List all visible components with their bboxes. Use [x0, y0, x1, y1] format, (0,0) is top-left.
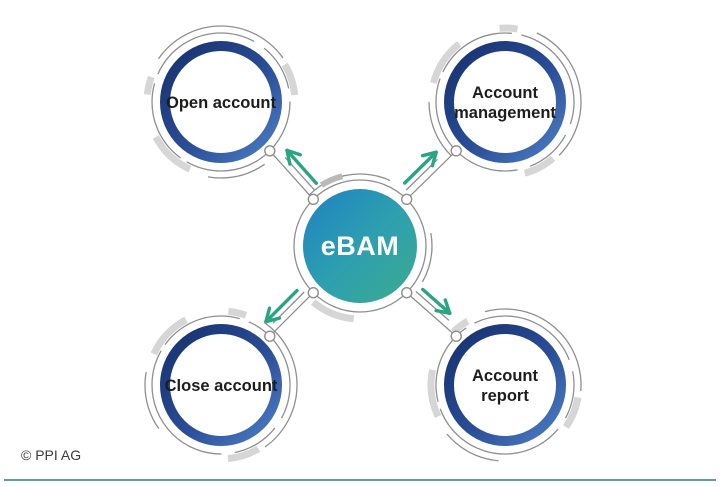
satellite-account-report: Account report — [427, 307, 583, 463]
center-label: eBAM — [321, 231, 400, 261]
copyright-text: © PPI AG — [21, 447, 81, 463]
satellite-label-line2: report — [481, 387, 529, 405]
connection-node — [450, 330, 462, 342]
segmented-ring — [151, 315, 291, 455]
connection-node-top-right — [401, 193, 413, 206]
satellite-label: Open account — [166, 94, 277, 112]
arrow-head — [285, 148, 302, 166]
connector-ebam-to-account-report — [406, 287, 457, 337]
deco-thin-arc — [428, 25, 582, 179]
deco-thin-arc — [144, 25, 298, 179]
satellite-circle — [444, 324, 566, 446]
satellite-label-line1: Account — [472, 84, 539, 102]
satellite-close-account: Close account — [143, 307, 299, 463]
satellite-circle — [160, 324, 282, 446]
deco-arcs — [143, 307, 299, 463]
arrow-stem — [285, 148, 318, 185]
satellite-open-account: Open account — [143, 24, 299, 180]
connection-node-bottom-right — [401, 287, 413, 299]
deco-arcs — [427, 307, 583, 463]
deco-thin-arc — [428, 308, 582, 462]
center-node-ebam: eBAM — [283, 169, 437, 323]
connector-line — [269, 292, 314, 337]
deco-arcs — [143, 24, 299, 180]
segmented-ring — [151, 32, 291, 172]
arrow-head — [420, 150, 438, 168]
arrow-stem — [403, 150, 438, 185]
connection-node — [264, 330, 276, 342]
connector-line — [406, 150, 457, 200]
connector-line — [406, 292, 457, 337]
arrow-stem — [421, 287, 452, 315]
satellite-circle — [444, 41, 566, 163]
deco-thin-arc — [144, 308, 298, 462]
connection-node — [450, 145, 462, 157]
arrow-stem — [264, 288, 299, 324]
satellite-account-management: Account management — [427, 24, 583, 180]
connector-ebam-to-account-management — [403, 150, 457, 200]
center-circle — [303, 189, 417, 303]
connector-ebam-to-open-account — [269, 148, 318, 200]
deco-thin-arc — [287, 173, 433, 319]
satellite-circle — [160, 41, 282, 163]
arrow-head — [434, 298, 452, 315]
connector-line — [269, 150, 314, 200]
connection-node-top-left — [307, 193, 319, 206]
arrow-head — [264, 306, 282, 324]
satellite-label-line1: Account — [472, 367, 539, 385]
connector-rail — [415, 290, 450, 321]
connector-ebam-to-close-account — [264, 288, 314, 337]
orbit-ring — [293, 179, 427, 313]
segmented-ring — [435, 315, 575, 455]
satellite-label: Close account — [165, 377, 278, 395]
satellite-label-line2: management — [454, 104, 556, 122]
connection-node-bottom-left — [307, 287, 319, 299]
connection-node — [264, 145, 276, 157]
